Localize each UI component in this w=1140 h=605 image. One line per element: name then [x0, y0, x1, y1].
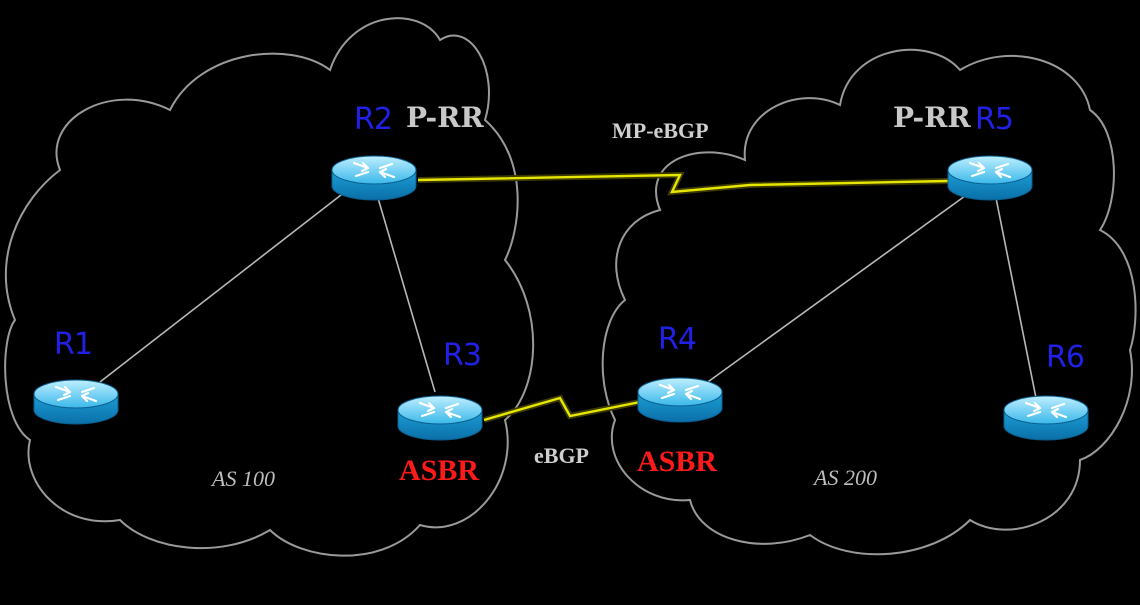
router-r4-role: ASBR [637, 445, 718, 478]
router-r3-label: R3 [443, 338, 482, 373]
link-r2-r3 [377, 197, 436, 393]
router-r2-icon [330, 154, 418, 202]
router-r2-role: P-RR [406, 101, 484, 134]
link-mp-ebgp [417, 171, 949, 196]
router-r5-label: R5 [975, 102, 1014, 137]
link-r1-r2 [99, 187, 351, 383]
router-r1-label: R1 [54, 327, 93, 362]
as200-label: AS 200 [814, 465, 877, 490]
link-r4-r5 [704, 195, 966, 385]
router-r6-label: R6 [1046, 340, 1085, 375]
link-ebgp [483, 394, 641, 423]
router-r4-label: R4 [658, 322, 697, 357]
as100-cloud [4, 17, 535, 557]
ebgp-label: eBGP [534, 443, 589, 468]
router-r2-label: R2 [354, 102, 393, 137]
router-r1-icon [32, 378, 120, 426]
router-r4-icon [636, 376, 724, 424]
router-r3-role: ASBR [399, 454, 480, 487]
router-r6-icon [1002, 394, 1090, 442]
router-r3-icon [396, 394, 484, 442]
link-r5-r6 [995, 197, 1037, 399]
router-r5-icon [946, 154, 1034, 202]
router-r5-role: P-RR [893, 101, 971, 134]
mp-ebgp-label: MP-eBGP [612, 118, 709, 143]
as100-label: AS 100 [212, 466, 275, 491]
as200-cloud [601, 48, 1137, 556]
